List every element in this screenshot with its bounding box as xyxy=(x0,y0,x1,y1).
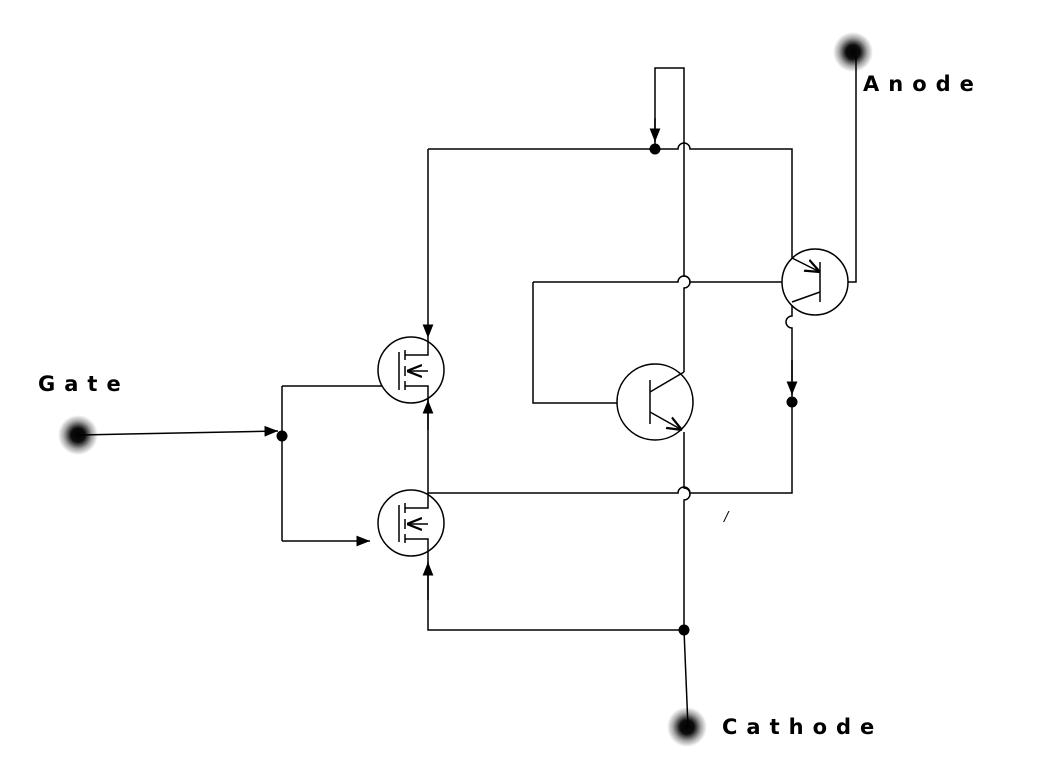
junction-right xyxy=(786,396,798,408)
pnp-collector-wire xyxy=(428,302,793,494)
cathode-terminal-icon[interactable] xyxy=(667,707,707,747)
stray-mark: / xyxy=(724,510,729,525)
junction-top xyxy=(649,143,661,155)
gate-label: Gate xyxy=(38,372,130,396)
npn-transistor xyxy=(616,363,694,441)
gate-terminal-icon[interactable] xyxy=(58,415,98,455)
center-rail-wire xyxy=(683,140,691,372)
junction-bottom xyxy=(678,624,690,636)
center-rail-lower xyxy=(427,432,691,631)
gate-input-wire xyxy=(79,425,279,437)
mosfet-lower xyxy=(377,489,445,560)
junction-gate xyxy=(276,430,288,442)
pnp-base-wire xyxy=(533,275,790,283)
anode-terminal-icon[interactable] xyxy=(833,32,873,72)
top-bus-wire xyxy=(428,142,793,258)
pnp-transistor xyxy=(781,248,849,316)
cathode-label: Cathode xyxy=(722,715,884,739)
anode-lead xyxy=(820,55,857,283)
mosfet-upper xyxy=(377,336,445,404)
top-feed-wire xyxy=(654,67,685,149)
anode-label: Anode xyxy=(863,72,983,96)
npn-base-loop xyxy=(532,282,650,404)
